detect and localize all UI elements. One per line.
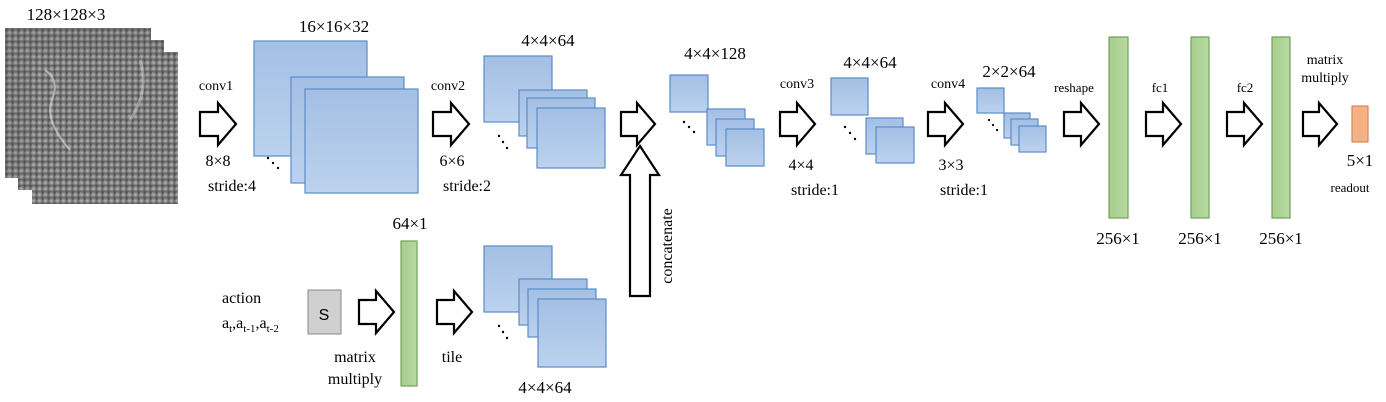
concatenate-label: concatenate — [659, 208, 676, 284]
readout-arrow-icon — [1301, 100, 1339, 148]
conv4-arrow-icon — [926, 100, 965, 148]
readout-op-line1: matrix — [1307, 53, 1344, 68]
conv4-label: conv4 — [931, 77, 965, 92]
conv1-kernel-label: 8×8 — [205, 153, 230, 170]
action-mm-line1: matrix — [334, 349, 376, 366]
fc1-output-label: 256×1 — [1178, 229, 1222, 248]
reshape-label: reshape — [1054, 80, 1094, 95]
fc1-output-vector — [1190, 36, 1210, 219]
conv3-label: conv3 — [780, 77, 814, 92]
tile-arrow-icon — [435, 288, 474, 336]
conv2-arrow-icon — [431, 100, 471, 148]
readout-op-line2: multiply — [1301, 71, 1348, 86]
fc2-arrow-icon — [1225, 100, 1264, 148]
action-sequence: at,at-1,at-2 — [222, 315, 279, 335]
readout-output-vector — [1351, 105, 1369, 143]
conv1-label: conv1 — [199, 79, 233, 94]
conv3-stride-label: stride:1 — [791, 182, 839, 199]
action-s-matrix — [307, 289, 342, 335]
readout-size-label: 5×1 — [1347, 151, 1374, 170]
reshape-output-vector — [1108, 36, 1129, 219]
conv2-kernel-label: 6×6 — [439, 153, 464, 170]
action-mm-output-vector — [400, 240, 418, 387]
concatenate-arrow-icon — [618, 143, 662, 298]
conv2-feature-maps — [483, 55, 606, 169]
conv3-arrow-icon — [778, 100, 817, 148]
tile-label: tile — [442, 349, 462, 366]
fc1-arrow-icon — [1144, 100, 1183, 148]
conv4-output-label: 2×2×64 — [982, 62, 1036, 81]
conv1-output-label: 16×16×32 — [299, 17, 369, 36]
conv1-feature-maps — [253, 40, 419, 194]
conv3-feature-maps — [830, 77, 915, 164]
reshape-output-label: 256×1 — [1096, 229, 1140, 248]
conv1-stride-label: stride:4 — [208, 178, 256, 195]
conv4-stride-label: stride:1 — [940, 182, 988, 199]
readout-label: readout — [1331, 180, 1370, 195]
action-mm-line2: multiply — [328, 371, 382, 388]
conv4-ellipsis — [987, 118, 999, 132]
conv3-ellipsis — [843, 125, 857, 141]
action-mm-arrow-icon — [357, 288, 396, 336]
conv2-ellipsis — [497, 134, 509, 150]
input-image-stack — [5, 28, 178, 204]
reshape-arrow-icon — [1062, 100, 1101, 148]
action-s-matrix-label: S — [319, 307, 330, 324]
tile-feature-maps — [483, 245, 607, 368]
conv1-ellipsis — [266, 156, 280, 170]
conv2-stride-label: stride:2 — [443, 178, 491, 195]
fc2-output-label: 256×1 — [1259, 229, 1303, 248]
action-label: action — [222, 290, 261, 307]
conv3-output-label: 4×4×64 — [843, 53, 897, 72]
tile-ellipsis — [497, 324, 509, 340]
conv3-kernel-label: 4×4 — [788, 157, 813, 174]
conv2-label: conv2 — [431, 79, 465, 94]
tile-output-label: 4×4×64 — [518, 378, 572, 397]
conv1-arrow-icon — [198, 100, 238, 148]
concat-output-label: 4×4×128 — [684, 44, 746, 63]
fc2-label: fc2 — [1237, 80, 1254, 95]
conv4-kernel-label: 3×3 — [938, 157, 963, 174]
conv4-feature-maps — [976, 87, 1047, 153]
action-mm-output-label: 64×1 — [392, 214, 427, 233]
fc2-output-vector — [1271, 36, 1291, 219]
input-size-label: 128×128×3 — [27, 5, 106, 24]
concat-ellipsis — [682, 120, 696, 134]
to-concat-arrow-icon — [619, 100, 657, 148]
fc1-label: fc1 — [1152, 80, 1169, 95]
concat-feature-maps — [669, 74, 765, 167]
conv2-output-label: 4×4×64 — [521, 31, 575, 50]
